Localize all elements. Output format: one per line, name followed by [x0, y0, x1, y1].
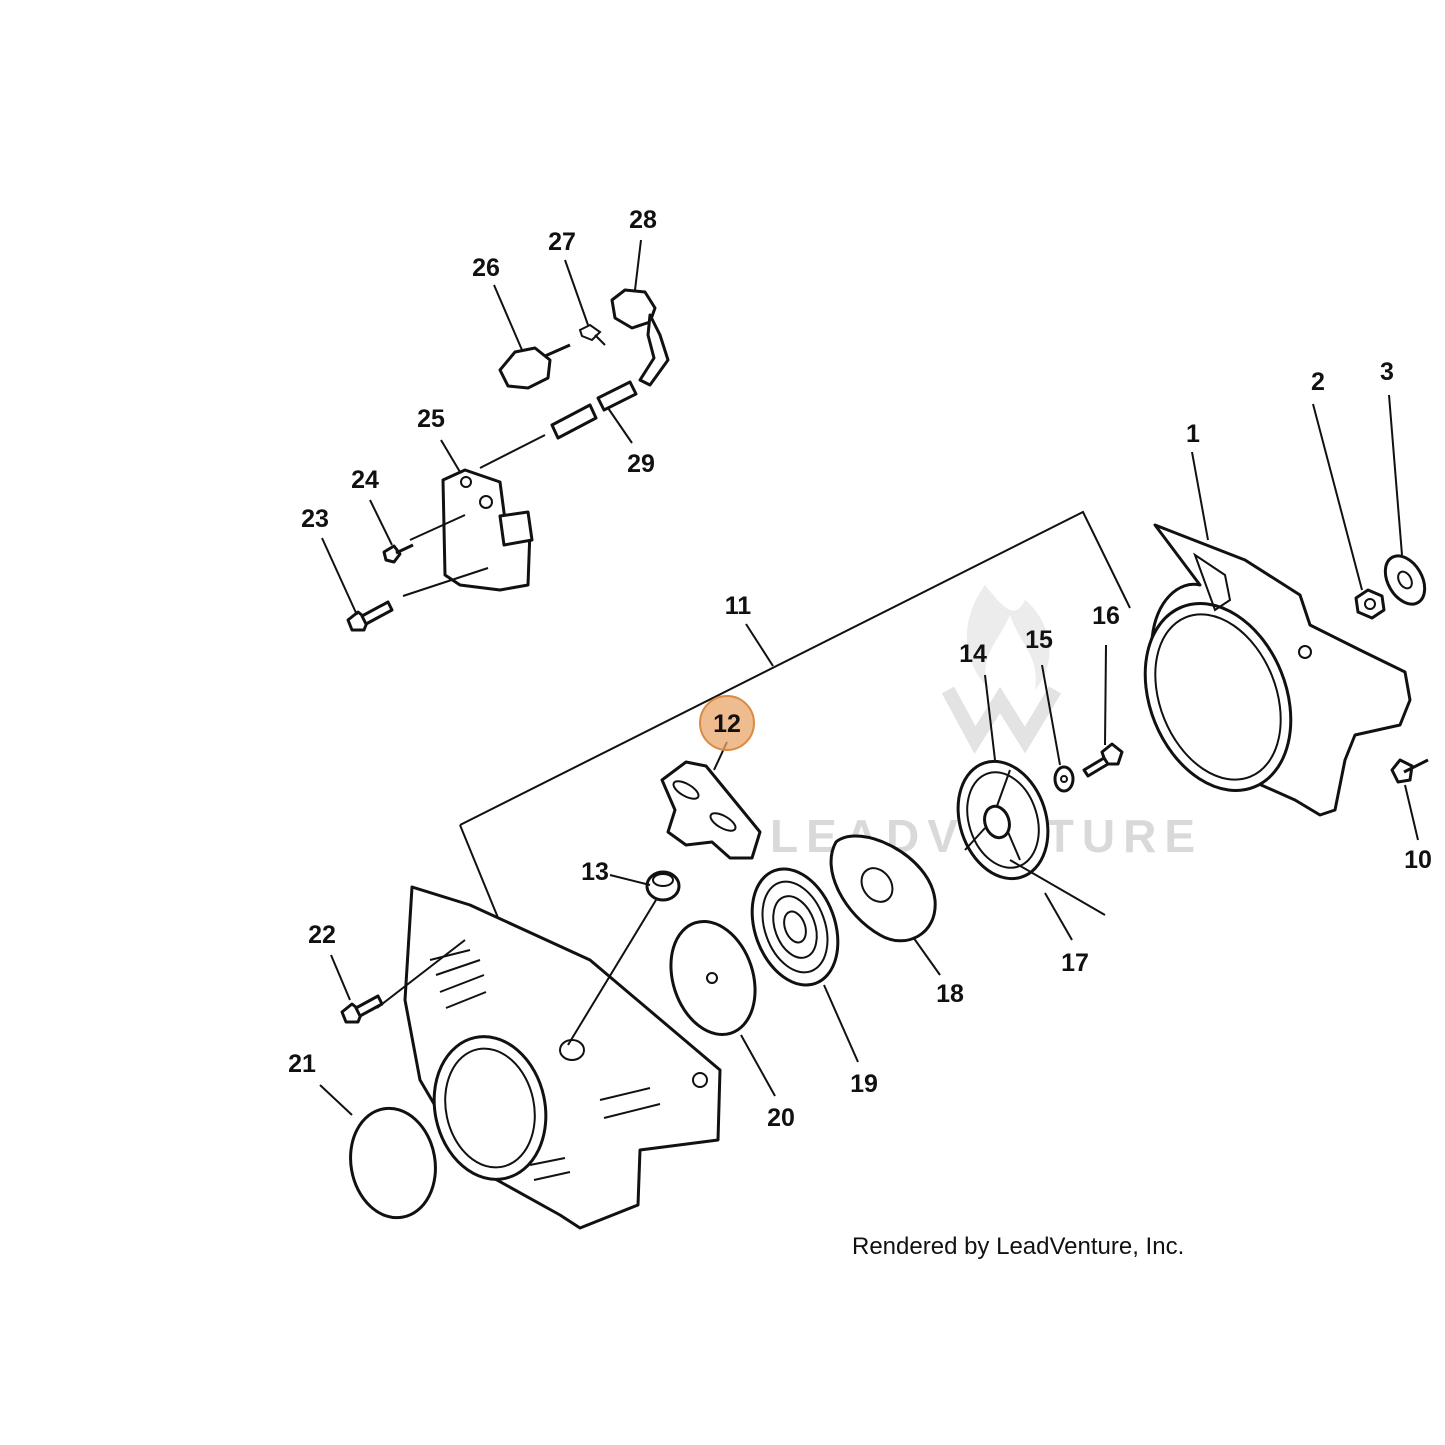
callout-26[interactable]: 26: [472, 254, 500, 282]
part-3-washer[interactable]: [1377, 549, 1432, 611]
part-1-fan-housing[interactable]: [1119, 523, 1412, 817]
callout-19[interactable]: 19: [850, 1070, 878, 1098]
part-2-nut[interactable]: [1354, 588, 1386, 620]
callout-2[interactable]: 2: [1311, 368, 1325, 396]
callout-21[interactable]: 21: [288, 1050, 316, 1078]
part-24-screw[interactable]: [382, 543, 414, 564]
callout-10[interactable]: 10: [1404, 846, 1432, 874]
callout-20[interactable]: 20: [767, 1104, 795, 1132]
part-15-washer[interactable]: [1053, 765, 1075, 793]
part-11-starter-cover[interactable]: [403, 885, 722, 1230]
callout-22[interactable]: 22: [308, 921, 336, 949]
part-13-grommet[interactable]: [645, 870, 681, 902]
callout-14[interactable]: 14: [959, 640, 987, 668]
part-26-spark-plug[interactable]: [498, 343, 571, 390]
part-29-lead-tube[interactable]: [550, 380, 638, 440]
part-12-handle[interactable]: [660, 760, 762, 860]
part-16-bolt[interactable]: [1082, 742, 1124, 778]
callout-11[interactable]: 11: [725, 592, 752, 620]
callout-17[interactable]: 17: [1061, 949, 1089, 977]
part-23-screw[interactable]: [346, 600, 394, 632]
part-10-bolt[interactable]: [1390, 758, 1429, 784]
part-20-disc[interactable]: [657, 910, 769, 1045]
callout-23[interactable]: 23: [301, 505, 329, 533]
part-14-pulley[interactable]: [944, 750, 1063, 891]
callout-13[interactable]: 13: [581, 858, 609, 886]
callout-15[interactable]: 15: [1025, 626, 1053, 654]
part-17-rope[interactable]: [1009, 859, 1106, 916]
callout-16[interactable]: 16: [1092, 602, 1120, 630]
callout-18[interactable]: 18: [936, 980, 964, 1008]
callout-25[interactable]: 25: [417, 405, 445, 433]
callout-27[interactable]: 27: [548, 228, 576, 256]
assembly-11-bracket: [459, 510, 1131, 931]
part-18-plate[interactable]: [829, 834, 937, 943]
callout-12[interactable]: 12: [713, 710, 741, 738]
callout-3[interactable]: 3: [1380, 358, 1394, 386]
part-19-spring[interactable]: [737, 857, 853, 997]
part-25-ignition-module[interactable]: [441, 434, 546, 592]
callout-28[interactable]: 28: [629, 206, 657, 234]
callout-29[interactable]: 29: [627, 450, 655, 478]
part-22-screw[interactable]: [340, 994, 384, 1024]
part-21-gasket[interactable]: [342, 1102, 444, 1225]
callout-12-highlight[interactable]: [699, 695, 755, 751]
callout-1[interactable]: 1: [1186, 420, 1200, 448]
callout-24[interactable]: 24: [351, 466, 379, 494]
part-27-terminal[interactable]: [578, 323, 606, 346]
part-28-plug-cap[interactable]: [610, 288, 670, 387]
callout-labels: 1 2 3 10 11 12 13 14 15 16 17 18 19 20 2…: [288, 206, 1432, 1132]
leader-lines: [319, 239, 1419, 1116]
credit-text: Rendered by LeadVenture, Inc.: [852, 1233, 1184, 1260]
